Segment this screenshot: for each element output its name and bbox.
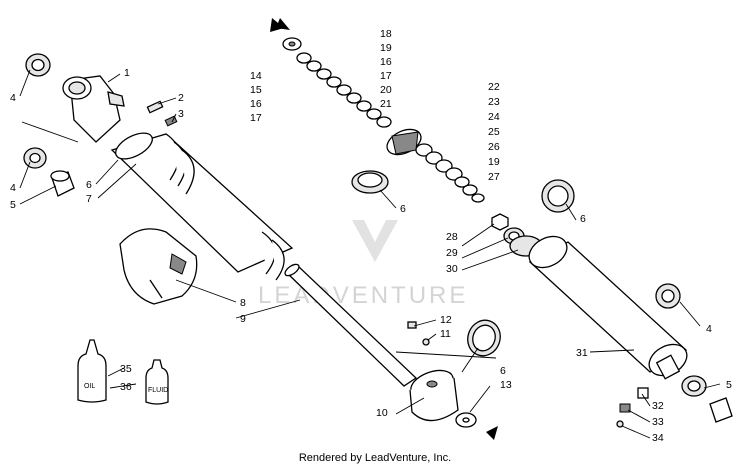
callout-28: 28 (446, 231, 458, 243)
shaft-nut-stack (491, 213, 543, 257)
callout-16: 16 (380, 56, 392, 68)
spring-cover (119, 228, 198, 305)
shock-body (110, 132, 294, 281)
seal-ring (467, 319, 501, 357)
callout-6: 6 (580, 213, 586, 225)
callout-29: 29 (446, 247, 458, 259)
callout-10: 10 (376, 407, 388, 419)
callout-7: 7 (86, 193, 92, 205)
callout-8: 8 (240, 297, 246, 309)
washer-part (455, 412, 498, 440)
callout-30: 30 (446, 263, 458, 275)
callout-27: 27 (488, 171, 500, 183)
sleeve-part (50, 170, 75, 197)
mid-piston (386, 128, 422, 156)
oil-bottle: OIL (77, 339, 107, 403)
callout-26: 26 (488, 141, 500, 153)
callout-36: 36 (120, 381, 132, 393)
callout-23: 23 (488, 96, 500, 108)
bushing-part (681, 375, 707, 397)
callout-34: 34 (652, 432, 664, 444)
seal-ring (351, 170, 389, 194)
callout-5: 5 (726, 379, 732, 391)
callout-9: 9 (240, 313, 246, 325)
callout-1: 1 (124, 67, 130, 79)
callout-32: 32 (652, 400, 664, 412)
callout-12: 12 (440, 314, 452, 326)
callout-2: 2 (178, 92, 184, 104)
small-fittings (407, 321, 430, 346)
piston-assembly (409, 369, 459, 422)
callout-33: 33 (652, 416, 664, 428)
leadventure-watermark: LEADVENTURE (258, 220, 468, 309)
callout-24: 24 (488, 111, 500, 123)
fluid-bottle: FLUID (145, 359, 169, 405)
callout-6: 6 (500, 365, 506, 377)
callout-25: 25 (488, 126, 500, 138)
leader-lines (19, 69, 721, 439)
callout-16: 16 (250, 98, 262, 110)
callout-15: 15 (250, 84, 262, 96)
callout-19: 19 (488, 156, 500, 168)
callout-17: 17 (380, 70, 392, 82)
svg-text:FLUID: FLUID (148, 387, 168, 394)
callout-31: 31 (576, 347, 588, 359)
callout-3: 3 (178, 108, 184, 120)
callout-19: 19 (380, 42, 392, 54)
callout-6: 6 (400, 203, 406, 215)
shock-shaft (284, 263, 418, 387)
bushing-part (655, 283, 681, 309)
sleeve-part (709, 397, 733, 423)
callout-4: 4 (10, 92, 16, 104)
callout-6: 6 (86, 179, 92, 191)
svg-text:OIL: OIL (84, 383, 95, 390)
bushing-part (23, 147, 47, 169)
footer-credit: Rendered by LeadVenture, Inc. (298, 452, 452, 464)
callout-35: 35 (120, 363, 132, 375)
svg-text:LEADVENTURE: LEADVENTURE (258, 282, 468, 309)
bushing-part (25, 53, 51, 77)
valve-core (616, 387, 649, 428)
callout-4: 4 (706, 323, 712, 335)
callout-4: 4 (10, 182, 16, 194)
shock-eye-head (62, 75, 125, 143)
callout-5: 5 (10, 199, 16, 211)
callout-11: 11 (440, 328, 451, 340)
shim-stack (270, 18, 392, 128)
callout-17: 17 (250, 112, 262, 124)
reservoir-body (528, 235, 688, 380)
shim-stack-lower (415, 143, 485, 203)
callout-22: 22 (488, 81, 500, 93)
callout-18: 18 (380, 28, 392, 40)
seal-ring (541, 179, 575, 213)
callout-14: 14 (250, 70, 262, 82)
callout-21: 21 (380, 98, 392, 110)
callout-20: 20 (380, 84, 392, 96)
callout-13: 13 (500, 379, 512, 391)
callout-labels: 1 2 3 4 4 5 6 7 8 9 18 19 16 17 20 21 14… (10, 28, 732, 444)
